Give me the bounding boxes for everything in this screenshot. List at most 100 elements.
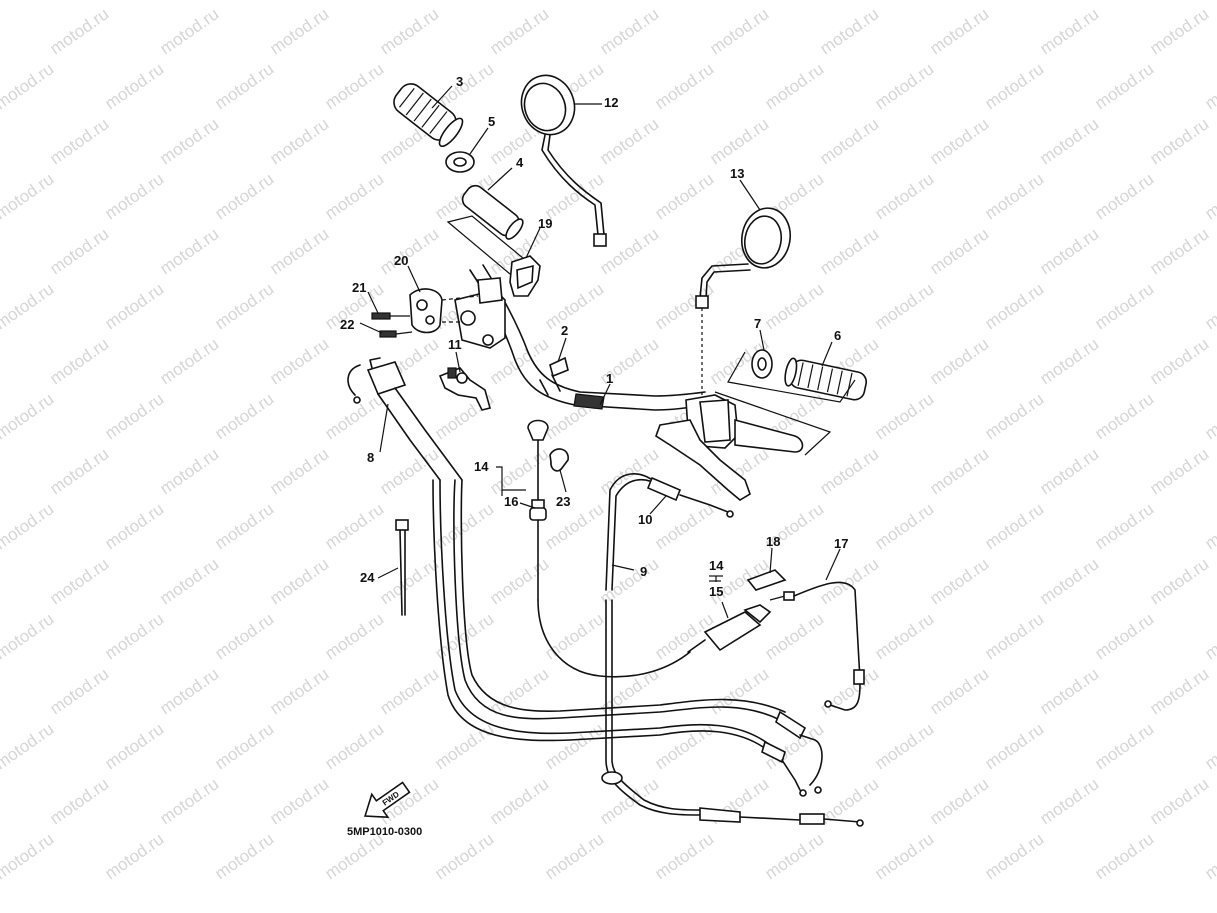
watermark-text: motod.ru — [0, 279, 57, 333]
watermark-text: motod.ru — [211, 169, 277, 223]
watermark-text: motod.ru — [981, 59, 1047, 113]
watermark-text: motod.ru — [0, 169, 57, 223]
watermark-text: motod.ru — [101, 389, 167, 443]
watermark-text: motod.ru — [926, 554, 992, 608]
watermark-text: motod.ru — [541, 829, 607, 883]
watermark-text: motod.ru — [651, 609, 717, 663]
watermark-text: motod.ru — [46, 774, 112, 828]
watermark-text: motod.ru — [1036, 114, 1102, 168]
watermark-text: motod.ru — [1201, 829, 1217, 883]
watermark-text: motod.ru — [376, 664, 442, 718]
choke-cable-part — [527, 419, 691, 678]
watermark-text: motod.ru — [706, 4, 772, 58]
watermark-text: motod.ru — [816, 444, 882, 498]
watermark-text: motod.ru — [321, 609, 387, 663]
watermark-text: motod.ru — [926, 444, 992, 498]
callout-17: 17 — [834, 536, 848, 551]
watermark-text: motod.ru — [156, 774, 222, 828]
watermark-text: motod.ru — [486, 4, 552, 58]
cable-routing — [347, 357, 864, 827]
watermark-text: motod.ru — [211, 829, 277, 883]
watermark-text: motod.ru — [0, 609, 57, 663]
leader-lines — [359, 85, 841, 619]
watermark-text: motod.ru — [431, 0, 497, 3]
watermark-text: motod.ru — [266, 444, 332, 498]
callout-15: 15 — [709, 584, 723, 599]
watermark-text: motod.ru — [211, 609, 277, 663]
callout-8: 8 — [367, 450, 374, 465]
callout-7: 7 — [754, 316, 761, 331]
watermark-text: motod.ru — [981, 609, 1047, 663]
watermark-text: motod.ru — [0, 389, 57, 443]
watermark-text: motod.ru — [101, 499, 167, 553]
watermark-text: motod.ru — [981, 169, 1047, 223]
watermark-text: motod.ru — [156, 554, 222, 608]
watermark-text: motod.ru — [1091, 499, 1157, 553]
watermark-text: motod.ru — [871, 169, 937, 223]
watermark-text: motod.ru — [761, 279, 827, 333]
callout-23: 23 — [556, 494, 570, 509]
watermark-text: motod.ru — [0, 59, 57, 113]
watermark-text: motod.ru — [156, 4, 222, 58]
watermark-text: motod.ru — [871, 389, 937, 443]
watermark-text: motod.ru — [926, 114, 992, 168]
watermark-text: motod.ru — [651, 59, 717, 113]
watermark-text: motod.ru — [596, 4, 662, 58]
watermark-text: motod.ru — [1036, 664, 1102, 718]
watermark-text: motod.ru — [1091, 0, 1157, 3]
watermark-text: motod.ru — [0, 554, 2, 608]
watermark-text: motod.ru — [816, 224, 882, 278]
right-control-assembly — [655, 349, 868, 501]
watermark-text: motod.ru — [1201, 59, 1217, 113]
watermark-text: motod.ru — [816, 4, 882, 58]
watermark-text: motod.ru — [926, 664, 992, 718]
watermark-text: motod.ru — [596, 224, 662, 278]
watermark-text: motod.ru — [156, 334, 222, 388]
starter-lever-assembly — [687, 569, 865, 711]
callout-11: 11 — [448, 337, 462, 352]
watermark-text: motod.ru — [211, 59, 277, 113]
watermark-text: motod.ru — [0, 4, 2, 58]
watermark-text: motod.ru — [486, 774, 552, 828]
throttle-housing-assembly — [371, 255, 541, 349]
watermark-text: motod.ru — [871, 609, 937, 663]
callout-2: 2 — [561, 323, 568, 338]
watermark-text: motod.ru — [266, 334, 332, 388]
callout-labels: 1 2 3 4 5 6 7 8 9 10 11 12 13 14 14 15 1… — [340, 74, 848, 599]
watermark-text: motod.ru — [266, 4, 332, 58]
watermark-text: motod.ru — [266, 554, 332, 608]
watermark-text: motod.ru — [376, 4, 442, 58]
watermark-text: motod.ru — [1036, 224, 1102, 278]
watermark-text: motod.ru — [1146, 774, 1212, 828]
watermark-text: motod.ru — [1146, 664, 1212, 718]
watermark-text: motod.ru — [431, 719, 497, 773]
callout-14a: 14 — [474, 459, 489, 474]
watermark-text: motod.ru — [1091, 389, 1157, 443]
watermark-text: motod.ru — [651, 169, 717, 223]
cable-tie-part — [395, 519, 409, 616]
watermark-text: motod.ru — [321, 169, 387, 223]
watermark-text: motod.ru — [211, 279, 277, 333]
watermark-text: motod.ru — [0, 334, 2, 388]
watermark-text: motod.ru — [101, 169, 167, 223]
watermark-text: motod.ru — [1146, 224, 1212, 278]
watermark-text: motod.ru — [431, 829, 497, 883]
watermark-text: motod.ru — [816, 114, 882, 168]
watermark-text: motod.ru — [706, 114, 772, 168]
callout-20: 20 — [394, 253, 408, 268]
watermark-text: motod.ru — [321, 59, 387, 113]
watermark-text: motod.ru — [156, 114, 222, 168]
diagram-code: 5MP1010-0300 — [347, 826, 422, 838]
watermark-text: motod.ru — [486, 554, 552, 608]
watermark-text: motod.ru — [651, 0, 717, 3]
watermark-text: motod.ru — [981, 0, 1047, 3]
watermark-text: motod.ru — [46, 224, 112, 278]
watermark-text: motod.ru — [761, 829, 827, 883]
watermark-text: motod.ru — [1091, 829, 1157, 883]
watermark-text: motod.ru — [0, 0, 57, 3]
watermark-text: motod.ru — [1091, 59, 1157, 113]
watermark-text: motod.ru — [211, 0, 277, 3]
callout-6: 6 — [834, 328, 841, 343]
watermark-text: motod.ru — [761, 609, 827, 663]
